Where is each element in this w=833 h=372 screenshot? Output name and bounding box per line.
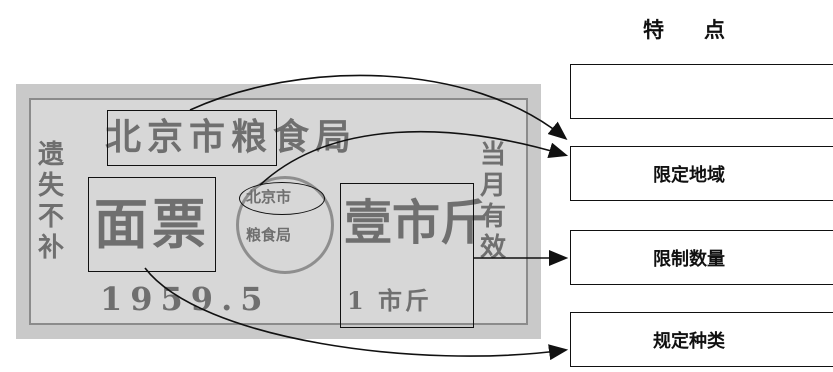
arrow-title-to-first-box: [189, 74, 568, 141]
feature-box-label: 限定地域: [653, 164, 725, 186]
seal-highlight-ellipse: [239, 182, 325, 215]
right-char: 当: [479, 140, 506, 170]
right-char: 有: [479, 202, 506, 232]
ticket-quantity: 壹市斤: [344, 195, 489, 251]
left-char: 遗: [37, 140, 64, 170]
column-header: 特点: [643, 14, 727, 44]
header-char-2: 点: [704, 17, 727, 42]
ticket-title-highlight-box: [107, 110, 277, 166]
feature-box-type: 规定种类: [570, 312, 833, 367]
feature-box-empty: [570, 64, 833, 119]
left-char: 补: [37, 233, 64, 263]
ticket-seal: [236, 176, 334, 274]
arrow-seal-to-region-box: [259, 130, 569, 186]
feature-box-label: 限制数量: [653, 248, 725, 270]
right-char: 月: [479, 171, 506, 201]
ticket-quantity-sub: 1 市斤: [347, 286, 433, 315]
left-char: 失: [37, 171, 64, 201]
feature-box-region: 限定地域: [570, 146, 833, 201]
seal-line-2: 粮食局: [246, 226, 292, 244]
arrow-type-to-type-box: [144, 267, 569, 361]
feature-box-label: 规定种类: [653, 330, 725, 352]
left-char: 不: [37, 202, 64, 232]
ticket-type-text: 面票: [94, 192, 210, 256]
header-char-1: 特: [643, 17, 666, 42]
ticket-left-vertical-text: 遗 失 不 补: [36, 140, 66, 264]
ticket-type-highlight-box: [88, 177, 216, 272]
feature-box-quantity: 限制数量: [570, 230, 833, 285]
ticket-quantity-highlight-box: [340, 183, 474, 328]
ticket-title: 北京市粮食局: [105, 116, 358, 158]
